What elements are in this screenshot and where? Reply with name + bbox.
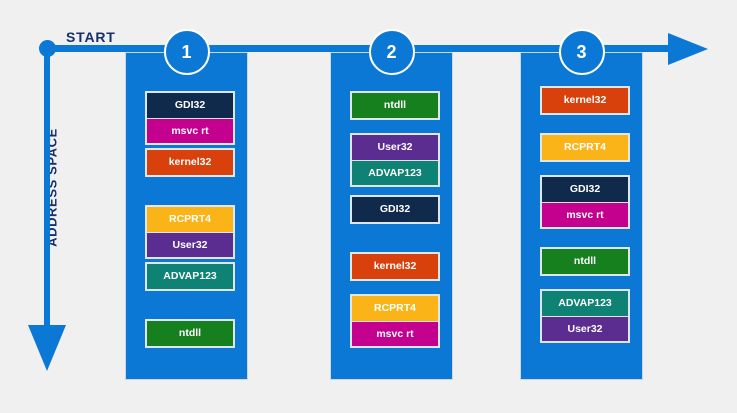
- module-block-kernel32: kernel32: [542, 88, 628, 113]
- module-block-ntdll: ntdll: [352, 93, 438, 118]
- module-block-kernel32: kernel32: [352, 254, 438, 279]
- module-block-advap123: ADVAP123: [352, 160, 438, 185]
- module-block-user32: User32: [352, 135, 438, 160]
- module-group: ntdll: [540, 247, 630, 276]
- module-block-gdi32: GDI32: [147, 93, 233, 118]
- module-block-rcprt4: RCPRT4: [352, 296, 438, 321]
- axis-down-arrow-icon: [28, 325, 66, 371]
- column-step-marker-3: 3: [558, 29, 605, 75]
- module-block-ntdll: ntdll: [542, 249, 628, 274]
- module-group: ntdll: [145, 319, 235, 348]
- module-block-advap123: ADVAP123: [147, 264, 233, 289]
- module-block-kernel32: kernel32: [147, 150, 233, 175]
- module-block-rcprt4: RCPRT4: [147, 207, 233, 232]
- axis-origin-dot: [39, 40, 56, 57]
- column-step-marker-1: 1: [163, 29, 210, 75]
- column-step-marker-2: 2: [368, 29, 415, 75]
- module-group: kernel32: [350, 252, 440, 281]
- module-group: GDI32: [350, 195, 440, 224]
- module-group: kernel32: [145, 148, 235, 177]
- module-block-msvc-rt: msvc rt: [352, 321, 438, 346]
- module-block-user32: User32: [147, 232, 233, 257]
- module-block-msvc-rt: msvc rt: [147, 118, 233, 143]
- module-block-ntdll: ntdll: [147, 321, 233, 346]
- timeline-right-arrow-icon: [668, 33, 708, 65]
- start-label: START: [66, 29, 116, 45]
- module-block-msvc-rt: msvc rt: [542, 202, 628, 227]
- module-block-rcprt4: RCPRT4: [542, 135, 628, 160]
- module-group: kernel32: [540, 86, 630, 115]
- axis-vertical-line: [44, 52, 50, 330]
- module-block-gdi32: GDI32: [352, 197, 438, 222]
- module-group: ADVAP123: [145, 262, 235, 291]
- module-block-advap123: ADVAP123: [542, 291, 628, 316]
- module-block-gdi32: GDI32: [542, 177, 628, 202]
- module-block-user32: User32: [542, 316, 628, 341]
- module-group: RCPRT4: [540, 133, 630, 162]
- timeline-line: [50, 45, 675, 52]
- module-group: ntdll: [350, 91, 440, 120]
